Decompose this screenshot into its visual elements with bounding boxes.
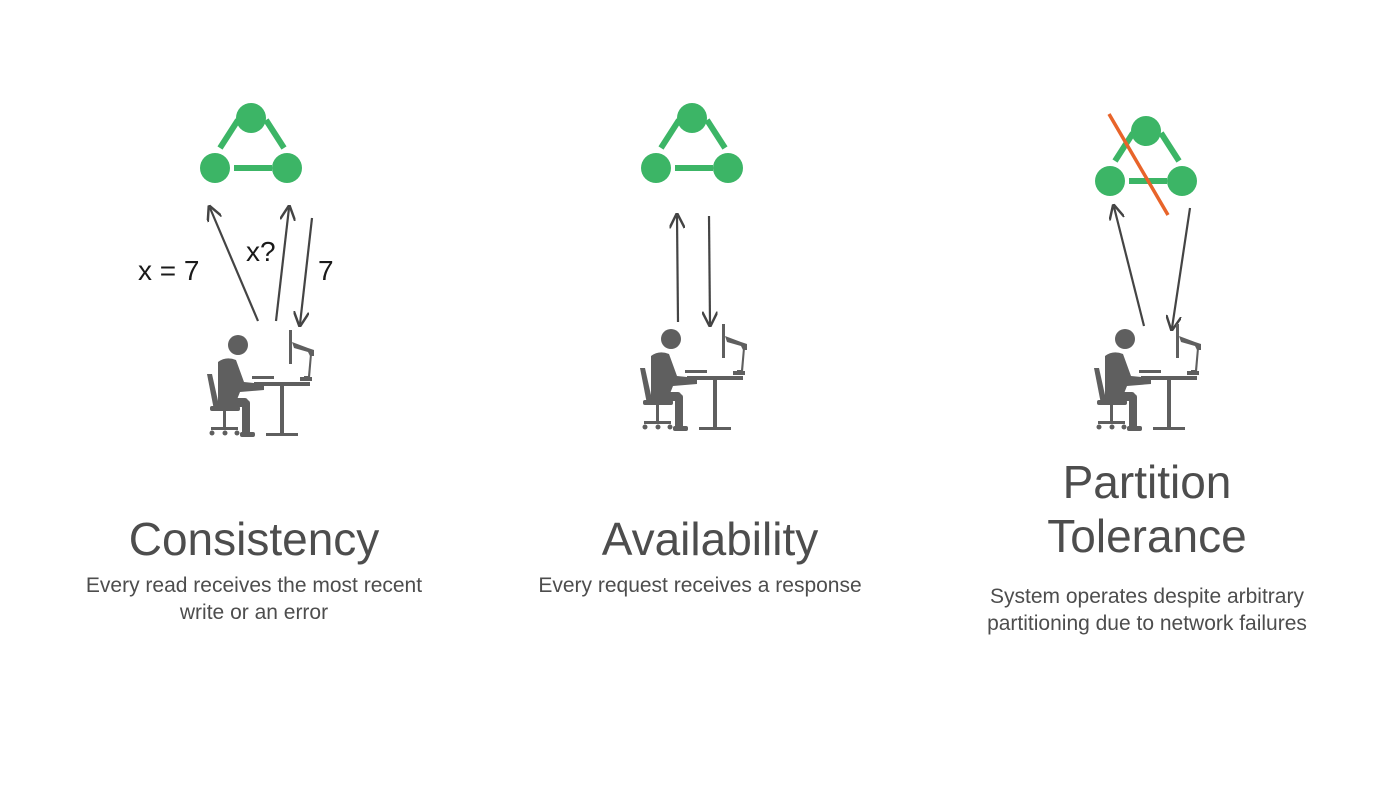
person-at-desk-icon xyxy=(1094,324,1201,431)
request-arrow-icon xyxy=(1114,207,1146,327)
availability-diagram xyxy=(640,103,747,431)
availability-description: Every request receives a response xyxy=(538,574,862,597)
consistency-diagram xyxy=(200,103,314,437)
consistency-description: Every read receives the most recent writ… xyxy=(85,574,423,624)
response-arrow-icon xyxy=(1172,207,1192,328)
read-arrow-icon xyxy=(274,208,289,322)
write-arrow-icon xyxy=(210,208,260,322)
response-arrow-icon xyxy=(709,215,710,324)
network-triangle-icon xyxy=(1095,116,1197,196)
partition-tolerance-diagram xyxy=(1094,114,1201,431)
partition-line-icon xyxy=(1107,113,1170,216)
partition-tolerance-title: Partition Tolerance xyxy=(1047,456,1247,562)
network-triangle-icon xyxy=(200,103,302,183)
response-label: 7 xyxy=(318,255,334,286)
request-arrow-icon xyxy=(677,216,678,323)
network-triangle-icon xyxy=(641,103,743,183)
person-at-desk-icon xyxy=(640,324,747,431)
read-label: x? xyxy=(246,236,276,267)
person-at-desk-icon xyxy=(207,330,314,437)
write-label: x = 7 xyxy=(138,255,200,286)
partition-tolerance-description: System operates despite arbitrary partit… xyxy=(987,585,1307,635)
availability-title: Availability xyxy=(601,513,819,565)
consistency-title: Consistency xyxy=(128,513,380,565)
response-arrow-icon xyxy=(300,217,314,324)
